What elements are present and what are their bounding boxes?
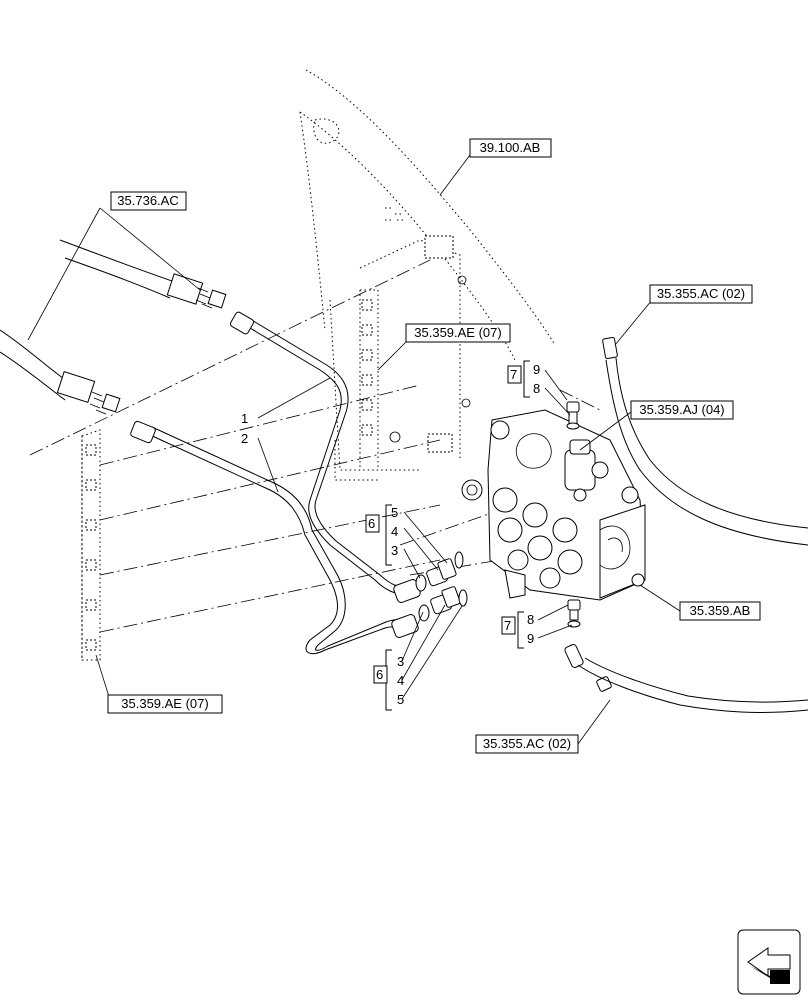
hose-355-lower (564, 643, 808, 713)
kit-box-7-upper (507, 365, 522, 384)
tube-nut (391, 614, 419, 638)
callout-9-lower: 9 (527, 631, 534, 646)
ref-35-359-ab[interactable]: 35.359.AB (679, 601, 761, 621)
bracket-block (424, 235, 454, 259)
kit-box-7-lower (501, 616, 516, 635)
hose-355-upper (602, 336, 808, 546)
o-ring (415, 574, 427, 592)
callout-4-upper: 4 (391, 524, 398, 539)
ref-label: 35.359.AJ (04) (639, 402, 724, 417)
bracket-block (427, 433, 453, 453)
callout-1: 1 (241, 411, 248, 426)
ref-39-100-ab[interactable]: 39.100.AB (469, 138, 552, 158)
callout-3-upper: 3 (391, 543, 398, 558)
ref-label: 35.359.AE (07) (121, 696, 208, 711)
adapter-hex (441, 586, 461, 608)
callout-7-upper: 7 (510, 367, 517, 382)
hose-crimp-ferrule (56, 370, 96, 404)
valve-spool-cap (522, 502, 548, 528)
o-ring (458, 589, 468, 607)
ref-label: 35.355.AC (02) (657, 286, 745, 301)
ref-35-359-aj[interactable]: 35.359.AJ (04) (630, 400, 734, 420)
callout-5-upper: 5 (391, 505, 398, 520)
tube-nut (229, 311, 255, 335)
tube-1 (229, 311, 421, 603)
hose-fitting-nut (207, 289, 227, 309)
valve-spool-cap (527, 535, 553, 561)
tube-2 (130, 420, 419, 655)
valve-spool-cap (492, 487, 518, 513)
callout-5-lower: 5 (397, 692, 404, 707)
ref-35-359-ae-bottom[interactable]: 35.359.AE (07) (107, 694, 223, 714)
callout-numbers: 1 2 6 5 4 3 6 3 4 5 7 9 8 7 8 9 (241, 362, 540, 707)
callout-8-upper: 8 (533, 381, 540, 396)
callout-2: 2 (241, 431, 248, 446)
ref-label: 35.736.AC (117, 193, 178, 208)
control-valve (461, 409, 646, 601)
callout-8-lower: 8 (527, 612, 534, 627)
valve-port (461, 479, 483, 501)
cab-panel (299, 69, 556, 471)
valve-spool-cap (552, 517, 578, 543)
hose-lower-left (0, 329, 121, 415)
cooler-frame (81, 429, 101, 661)
kit-box-6-upper (365, 514, 380, 533)
frame-rail (334, 289, 380, 481)
valve-port (621, 486, 639, 504)
callout-9-upper: 9 (533, 362, 540, 377)
hose-crimp-ferrule (166, 273, 204, 305)
ref-label: 35.359.AB (690, 603, 751, 618)
next-page-arrow-icon[interactable] (737, 929, 801, 995)
ref-label: 39.100.AB (480, 140, 541, 155)
valve-fitting-bottom (567, 599, 581, 628)
tube-nut (130, 420, 156, 444)
ref-35-355-ac-top[interactable]: 35.355.AC (02) (649, 284, 753, 304)
callout-3-lower: 3 (397, 654, 404, 669)
hose-fitting-nut (101, 393, 121, 413)
valve-spool-cap (497, 517, 523, 543)
alignment-lines (29, 259, 601, 633)
ref-35-355-ac-bottom[interactable]: 35.355.AC (02) (475, 734, 579, 754)
ref-label: 35.359.AE (07) (414, 325, 501, 340)
valve-port (631, 573, 645, 587)
ref-35-359-ae-mid[interactable]: 35.359.AE (07) (405, 323, 511, 343)
solenoid-cartridge (564, 449, 596, 491)
valve-spool-cap (557, 549, 583, 575)
fitting-set-upper (415, 551, 464, 592)
callout-4-lower: 4 (397, 673, 404, 688)
valve-fitting-top (566, 401, 580, 430)
callout-6-lower: 6 (376, 667, 383, 682)
ref-35-736-ac[interactable]: 35.736.AC (110, 191, 187, 211)
hose-upper-left (59, 239, 227, 309)
callout-7-lower: 7 (504, 618, 511, 633)
fitting-set-lower (418, 586, 468, 622)
o-ring (418, 604, 430, 622)
o-ring (454, 551, 464, 569)
adapter-hex (437, 558, 457, 580)
kit-box-6-lower (373, 665, 388, 684)
ref-label: 35.355.AC (02) (483, 736, 571, 751)
callout-6-upper: 6 (368, 516, 375, 531)
leader-lines (27, 154, 681, 745)
